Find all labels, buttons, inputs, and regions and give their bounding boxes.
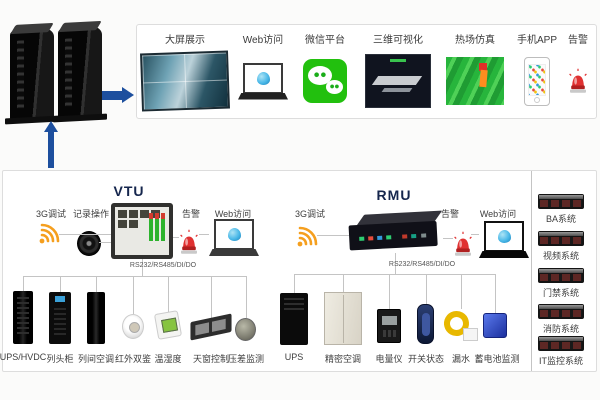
smartphone-icon xyxy=(524,56,550,106)
rmu-3g-label: 3G调试 xyxy=(294,209,325,219)
device-label: 列间空调 xyxy=(77,354,114,364)
wifi-icon xyxy=(38,223,60,244)
3d-visualization-icon xyxy=(365,54,431,108)
device-switch-status-icon xyxy=(417,304,434,344)
rack-icon xyxy=(538,231,584,246)
device-temp-humidity-icon xyxy=(153,310,183,340)
device-precision-ac-icon xyxy=(324,292,362,345)
channel-label: 大屏展示 xyxy=(165,35,205,46)
vtu-bus-label: RS232/RS485/DI/DO xyxy=(129,262,197,269)
device-ups-icon xyxy=(280,293,308,345)
device-label: 红外双鉴 xyxy=(114,354,151,364)
channel-label: 手机APP xyxy=(516,35,557,46)
subsystem-label: IT监控系统 xyxy=(539,356,583,366)
channel-label: 微信平台 xyxy=(305,35,345,46)
subsystem-label: 视频系统 xyxy=(542,251,579,261)
channel-mobile-app: 手机APP xyxy=(513,31,561,113)
rmu-web-label: Web访问 xyxy=(479,209,517,219)
water-drop-logo-icon xyxy=(256,71,270,85)
laptop-icon xyxy=(238,62,288,100)
channel-wechat: 微信平台 xyxy=(295,31,355,113)
vtu-alarm-label: 告警 xyxy=(181,209,200,219)
device-label: 压差监测 xyxy=(227,354,264,364)
vtu-record-label: 记录操作 xyxy=(72,209,109,219)
channel-label: 热场仿真 xyxy=(455,35,495,46)
device-power-meter-icon xyxy=(377,309,401,343)
vtu-web-label: Web访问 xyxy=(214,209,252,219)
server-tower-1 xyxy=(10,28,54,122)
wechat-icon xyxy=(303,59,347,103)
output-channels-panel: 大屏展示 Web访问 微信平台 三维可视化 热场仿真 手机APP xyxy=(136,24,597,119)
vtu-touchscreen-icon xyxy=(111,203,173,259)
device-label: UPS xyxy=(284,352,304,362)
rmu-bus-label: RS232/RS485/DI/DO xyxy=(388,261,456,268)
device-label: 精密空调 xyxy=(324,354,361,364)
device-label: 天窗控制 xyxy=(192,354,229,364)
video-wall-icon xyxy=(140,50,230,112)
channel-web-access: Web访问 xyxy=(231,31,295,113)
alarm-siren-icon xyxy=(180,229,198,255)
alarm-siren-icon xyxy=(454,231,472,257)
server-tower-2 xyxy=(58,26,102,120)
rack-icon xyxy=(538,304,584,319)
subsystem-label: 门禁系统 xyxy=(542,288,579,298)
channel-label: Web访问 xyxy=(242,35,284,46)
subsystems-divider xyxy=(531,171,532,371)
channel-3d-visualization: 三维可视化 xyxy=(359,31,437,113)
device-row-head-cabinet-icon xyxy=(49,292,71,344)
device-ups-hvdc-icon xyxy=(13,291,33,344)
rack-icon xyxy=(538,268,584,283)
device-leak-detector-icon xyxy=(444,309,478,341)
alarm-siren-icon xyxy=(568,68,588,94)
device-label: 列头柜 xyxy=(46,354,74,364)
device-skylight-control-icon xyxy=(190,313,232,341)
recorder-icon xyxy=(77,231,101,256)
monitoring-panel: VTU 3G调试 记录操作 告警 Web访问 RS232/RS485/DI/DO xyxy=(0,170,597,372)
device-label: 开关状态 xyxy=(407,354,444,364)
device-pressure-gauge-icon xyxy=(235,318,256,341)
thermal-simulation-icon xyxy=(446,57,504,105)
rack-icon xyxy=(538,194,584,209)
flow-arrow-right-head-icon xyxy=(122,87,134,103)
device-battery-monitor-icon xyxy=(483,313,507,338)
vtu-title: VTU xyxy=(113,183,145,199)
channel-thermal-simulation: 热场仿真 xyxy=(437,31,513,113)
subsystem-label: 消防系统 xyxy=(542,324,579,334)
device-label: 温湿度 xyxy=(154,354,182,364)
rack-icon xyxy=(538,336,584,351)
vtu-3g-label: 3G调试 xyxy=(35,209,66,219)
flow-arrow-right-icon xyxy=(102,91,123,100)
device-inrow-ac-icon xyxy=(87,292,105,344)
rmu-alarm-label: 告警 xyxy=(440,209,459,219)
flow-arrow-up-icon xyxy=(48,132,54,168)
flow-arrow-up-head-icon xyxy=(44,121,58,132)
rmu-title: RMU xyxy=(376,187,412,203)
channel-label: 告警 xyxy=(568,35,588,46)
channel-label: 三维可视化 xyxy=(373,35,423,46)
device-label: 漏水 xyxy=(451,354,470,364)
device-label: 蓄电池监测 xyxy=(474,354,520,364)
laptop-icon xyxy=(209,219,259,256)
device-infrared-sensor-icon xyxy=(122,314,144,339)
wifi-icon xyxy=(296,226,318,247)
laptop-icon xyxy=(479,221,529,258)
subsystem-label: BA系统 xyxy=(545,214,576,224)
channel-large-screen: 大屏展示 xyxy=(139,31,231,113)
device-label: UPS/HVDC xyxy=(0,352,47,362)
device-label: 电量仪 xyxy=(375,354,403,364)
channel-alarm: 告警 xyxy=(561,31,595,113)
